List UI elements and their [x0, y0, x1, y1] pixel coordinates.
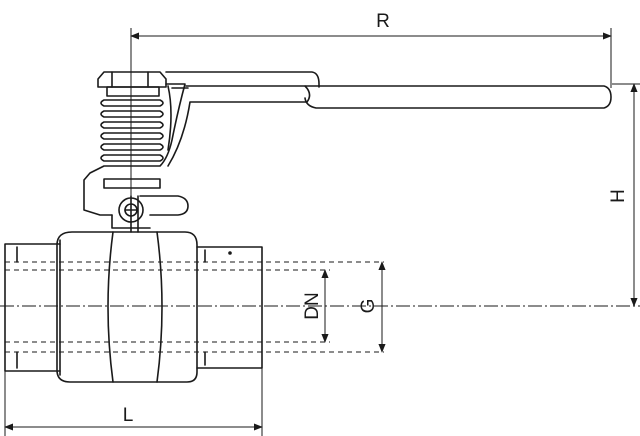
dimension-label-g: G	[358, 299, 379, 314]
dimension-label-l: L	[123, 405, 134, 426]
dimension-dn: DN	[302, 269, 329, 343]
dimension-label-dn: DN	[302, 292, 323, 319]
dimension-g: G	[358, 261, 386, 353]
dimension-r: R	[130, 11, 612, 196]
handle-assembly	[83, 71, 612, 233]
dimension-label-r: R	[376, 11, 390, 32]
valve-body	[4, 231, 263, 383]
dimension-h: H	[608, 83, 640, 307]
dimension-label-h: H	[608, 189, 629, 203]
dimension-l: L	[4, 368, 263, 436]
hidden-bore-lines	[0, 261, 640, 353]
